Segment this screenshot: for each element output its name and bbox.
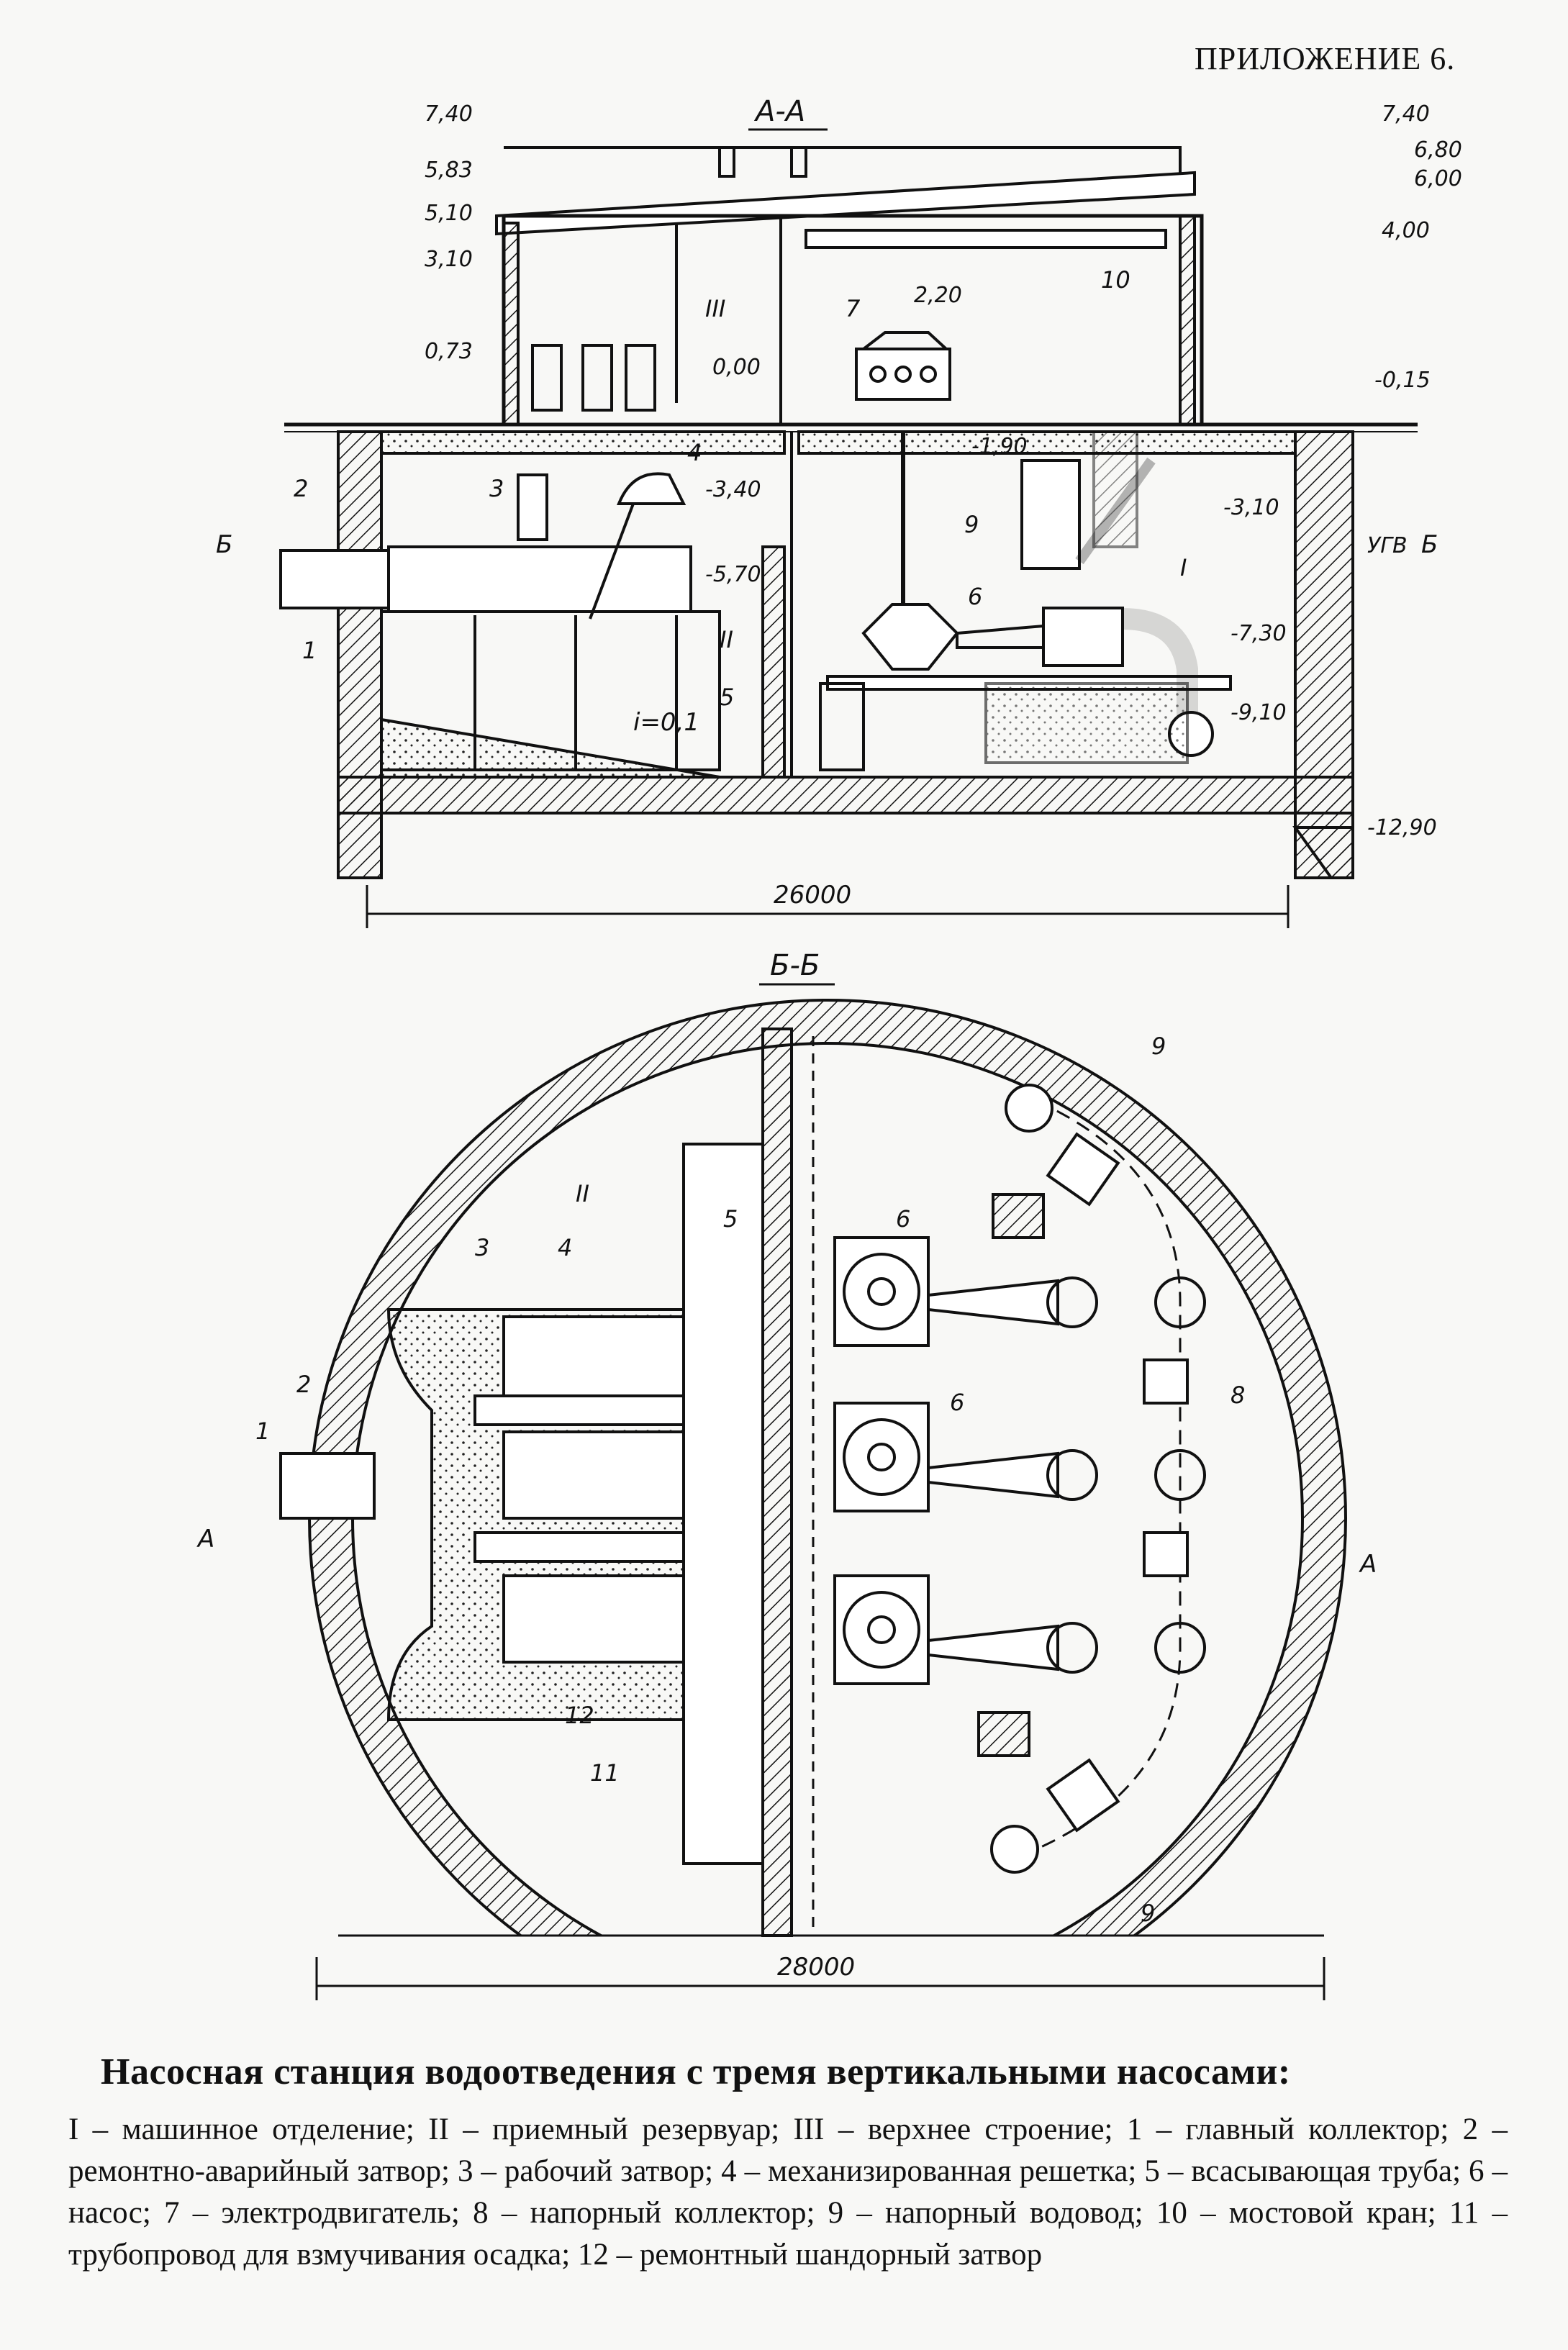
section-mark-a-left: А	[196, 1525, 214, 1553]
section-mark-a-right: А	[1359, 1550, 1377, 1579]
elev-left-5: 0,73	[425, 339, 473, 364]
elev-inner-1: 2,20	[914, 283, 962, 308]
elev-inner-3: -1,90	[971, 434, 1028, 459]
slope-label: i=0,1	[633, 708, 699, 737]
item-label-9: 9	[964, 511, 979, 538]
item-label-2: 2	[294, 475, 308, 502]
elev-left-1: 7,40	[425, 101, 473, 127]
caption-legend: I – машинное отделение; II – приемный ре…	[68, 2113, 1508, 2272]
elev-inner-4: -3,40	[705, 477, 761, 502]
room-label-ii: II	[720, 626, 733, 653]
plan-label-1: 1	[255, 1417, 270, 1445]
item-label-6: 6	[968, 583, 982, 610]
plan-label-12: 12	[565, 1702, 594, 1729]
dimension-aa: 26000	[774, 881, 851, 909]
elev-inner-9: -12,90	[1367, 815, 1437, 840]
section-bb-labels: II 1 2 3 4 5 6 6 8 9 9 11 12 А А 28000	[196, 1033, 1377, 1982]
section-bb: Б-Б	[279, 949, 1353, 2029]
plan-label-11: 11	[590, 1759, 620, 1787]
elev-right-2: 6,80	[1414, 137, 1462, 163]
elev-inner-6: -5,70	[705, 562, 761, 587]
plan-label-2: 2	[296, 1371, 311, 1398]
elev-right-5: -0,15	[1374, 368, 1431, 393]
item-label-4: 4	[687, 439, 702, 466]
elev-left-2: 5,83	[425, 158, 473, 183]
item-label-7: 7	[846, 295, 861, 322]
appendix-label: ПРИЛОЖЕНИЕ 6.	[1195, 41, 1456, 76]
item-label-1: 1	[302, 637, 317, 664]
section-bb-title: Б-Б	[770, 949, 820, 982]
caption-title: Насосная станция водоотведения с тремя в…	[101, 2051, 1291, 2092]
section-aa-title: А-А	[753, 95, 805, 128]
elev-right-3: 6,00	[1414, 166, 1462, 191]
elev-inner-7: -7,30	[1231, 621, 1287, 646]
elev-right-1: 7,40	[1382, 101, 1430, 127]
ugv-label: УГВ	[1367, 533, 1408, 558]
technical-drawing: А-А	[196, 95, 1462, 2029]
item-label-10: 10	[1101, 266, 1130, 294]
plan-label-5: 5	[723, 1205, 738, 1233]
elev-left-3: 5,10	[425, 201, 473, 226]
elev-left-4: 3,10	[425, 247, 473, 272]
section-aa: А-А	[279, 95, 1418, 928]
dimension-bb: 28000	[777, 1953, 855, 1982]
plan-label-6b: 6	[950, 1389, 964, 1416]
room-label-iii: III	[705, 295, 725, 322]
elev-inner-5: -3,10	[1223, 495, 1279, 520]
plan-label-3: 3	[475, 1234, 489, 1261]
elev-inner-8: -9,10	[1231, 700, 1287, 725]
figure-caption: Насосная станция водоотведения с тремя в…	[68, 2051, 1508, 2276]
plan-label-9b: 9	[1141, 1900, 1155, 1927]
plan-label-4: 4	[558, 1234, 572, 1261]
elev-right-4: 4,00	[1382, 218, 1430, 243]
room-label-ii-plan: II	[576, 1180, 589, 1207]
room-label-i: I	[1180, 554, 1187, 581]
section-aa-labels: 7,40 5,83 5,10 3,10 0,73 7,40 6,80 6,00 …	[216, 101, 1462, 909]
elev-inner-2: 0,00	[712, 355, 761, 380]
section-mark-b-left: Б	[216, 530, 232, 559]
item-label-3: 3	[489, 475, 504, 502]
item-label-5: 5	[720, 684, 734, 711]
plan-label-8: 8	[1231, 1382, 1245, 1409]
plan-label-6a: 6	[896, 1205, 910, 1233]
plan-label-9a: 9	[1151, 1033, 1166, 1060]
section-mark-b-right: Б	[1421, 530, 1438, 559]
